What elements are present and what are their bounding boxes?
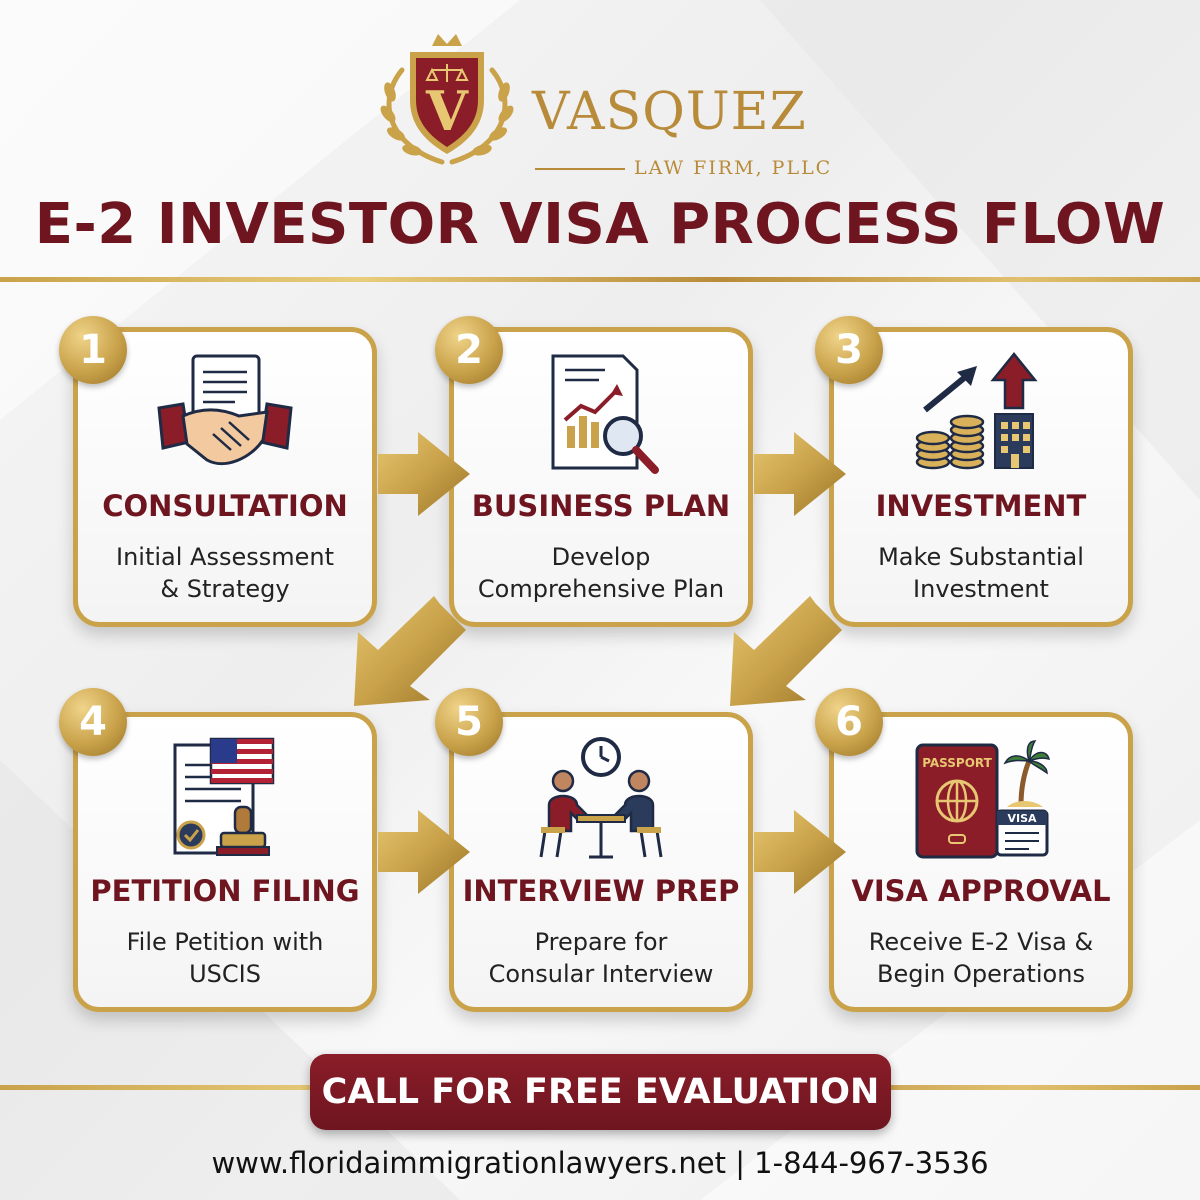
emblem-letter: V	[425, 79, 469, 143]
step-description: Initial Assessment & Strategy	[115, 543, 334, 603]
page-title: E-2 INVESTOR VISA PROCESS FLOW	[34, 192, 1166, 257]
top-gold-divider	[0, 277, 1200, 282]
contact-footer[interactable]: www.floridaimmigrationlawyers.net | 1-84…	[211, 1146, 989, 1180]
interview-meeting-icon	[539, 737, 663, 859]
step-card-investment: INVESTMENT Make Substantial Investment	[829, 327, 1133, 627]
step-description: Develop Comprehensive Plan	[477, 543, 725, 603]
step-title: INVESTMENT	[875, 489, 1087, 523]
step-number-badge: 6	[815, 688, 883, 756]
firm-logo: V VASQUEZ LAW FIRM, PLLC	[372, 30, 842, 179]
step-number-badge: 1	[59, 316, 127, 384]
passport-label: PASSPORT	[922, 756, 992, 770]
step-title: VISA APPROVAL	[851, 874, 1111, 908]
step-card-interview-prep: INTERVIEW PREP Prepare for Consular Inte…	[449, 712, 753, 1012]
step-number-badge: 2	[435, 316, 503, 384]
free-evaluation-button[interactable]: CALL FOR FREE EVALUATION	[310, 1054, 891, 1130]
step-title: CONSULTATION	[102, 489, 348, 523]
crest-emblem-icon: V	[380, 34, 514, 165]
step-title: INTERVIEW PREP	[462, 874, 740, 908]
petition-stamp-icon	[173, 737, 275, 856]
step-card-consultation: CONSULTATION Initial Assessment & Strate…	[73, 327, 377, 627]
step-title: BUSINESS PLAN	[471, 489, 731, 523]
step-number-badge: 4	[59, 688, 127, 756]
step-description: Prepare for Consular Interview	[488, 928, 714, 988]
logo-divider	[535, 168, 625, 170]
step-description: File Petition with USCIS	[126, 928, 324, 988]
step-card-petition-filing: PETITION FILING File Petition with USCIS	[73, 712, 377, 1012]
step-number-badge: 5	[435, 688, 503, 756]
passport-visa-icon: PASSPORT VISA	[915, 740, 1051, 859]
coins-growth-icon	[915, 352, 1038, 470]
handshake-document-icon	[157, 354, 293, 466]
chart-magnifier-icon	[551, 354, 659, 474]
firm-name: VASQUEZ	[532, 82, 807, 142]
step-number-badge: 3	[815, 316, 883, 384]
step-card-business-plan: BUSINESS PLAN Develop Comprehensive Plan	[449, 327, 753, 627]
step-description: Receive E-2 Visa & Begin Operations	[868, 928, 1094, 988]
step-card-visa-approval: PASSPORT VISA VISA APPROVAL Receive E-2 …	[829, 712, 1133, 1012]
step-title: PETITION FILING	[90, 874, 360, 908]
firm-subtitle: LAW FIRM, PLLC	[634, 157, 833, 179]
step-description: Make Substantial Investment	[878, 543, 1084, 603]
visa-label: VISA	[1007, 812, 1037, 825]
